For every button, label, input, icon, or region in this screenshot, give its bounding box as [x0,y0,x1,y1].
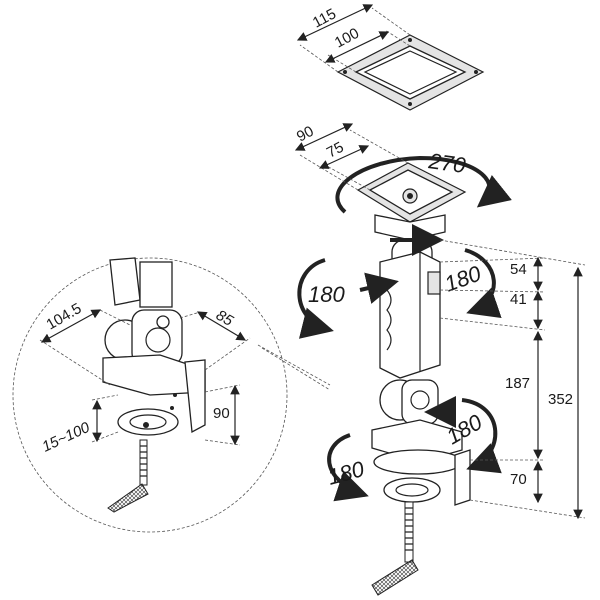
rotation-upper-left-label: 180 [308,282,345,307]
dim-41: 41 [510,291,527,308]
clamp-detail: 104.5 85 90 15~100 [12,257,331,533]
mount-plate-inner-dim: 75 [324,139,347,162]
top-plate-inner-dim: 100 [332,25,362,52]
detail-clamp-height-dim: 90 [213,405,230,422]
top-plate: 115 100 [296,4,485,111]
rotation-270-label: 270 [426,148,468,178]
detail-width-dim: 104.5 [44,300,85,333]
detail-clamp-range-dim: 15~100 [40,419,94,456]
rotation-lower-left-label: 180 [325,456,368,490]
dim-54: 54 [510,261,527,278]
vertical-dimensions: 54 41 187 70 352 [439,239,586,520]
top-plate-outer-dim: 115 [310,5,339,31]
mount-plate: 90 75 270 [294,123,512,241]
dim-187: 187 [505,375,530,392]
dim-70: 70 [510,471,527,488]
rotation-arrows: 180 180 180 180 [297,248,502,502]
dim-352: 352 [548,391,573,408]
mount-plate-outer-dim: 90 [294,123,317,146]
detail-depth-dim: 85 [213,307,237,330]
arm-assembly [359,224,471,596]
rotation-upper-right-label: 180 [441,260,485,296]
